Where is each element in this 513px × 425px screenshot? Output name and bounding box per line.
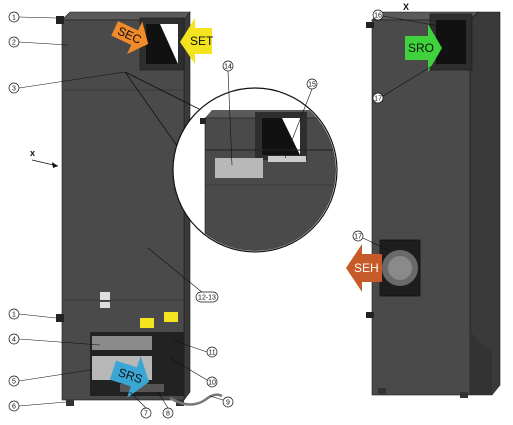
callout-number: 14	[224, 63, 232, 70]
callout-leader-line	[362, 237, 389, 251]
callout-leader-line	[157, 391, 169, 409]
callout-leader-line	[18, 369, 91, 382]
callout-number: 5	[12, 378, 16, 385]
callout-number: 16	[374, 12, 382, 19]
callout-number: 10	[208, 379, 216, 386]
x-label-left: x	[30, 148, 35, 158]
callout-badge	[306, 78, 318, 90]
callout-number: 6	[12, 403, 16, 410]
callout-badge	[8, 400, 20, 412]
x-marker-left: x	[30, 148, 59, 168]
callout-leader-line	[18, 338, 101, 346]
callout-number: 3	[12, 85, 16, 92]
callout-badge	[140, 407, 152, 419]
arrow-sro-label: SRO	[408, 41, 434, 55]
callout-leader-line	[382, 15, 451, 29]
callout-number: 11	[208, 349, 215, 356]
callout-number: 2	[12, 39, 16, 46]
callout-number: 1	[12, 311, 16, 318]
callout-leader-line	[18, 313, 57, 319]
callout-badge	[8, 308, 20, 320]
zoom-callout-lines	[124, 71, 206, 151]
x-marker-right: X	[403, 2, 409, 12]
callout-leader-line	[284, 88, 313, 159]
zoom-detail	[172, 87, 338, 253]
callout-leader-line	[129, 391, 147, 409]
callout-badge	[372, 92, 384, 104]
arrow-seh: SEH	[346, 244, 382, 292]
callout-leader-line	[18, 71, 126, 89]
callout-badge	[8, 11, 20, 23]
callout-badge	[8, 36, 20, 48]
callout-number: 7	[144, 410, 148, 417]
arrow-seh-label: SEH	[354, 261, 379, 275]
callout-badge	[8, 375, 20, 387]
callout-badge	[352, 230, 364, 242]
callout-badge	[222, 396, 234, 408]
callout-leader-line	[227, 70, 233, 166]
callout-number: 9	[226, 399, 230, 406]
right-cabinet	[366, 11, 501, 398]
callout-badge	[206, 376, 218, 388]
callout-leader-line	[169, 357, 208, 381]
callout-number: 17	[374, 95, 382, 102]
callout-leader-line	[18, 401, 67, 407]
callout-leader-line	[382, 65, 433, 97]
arrow-srs: SRS	[109, 356, 150, 398]
callout-leader-line	[18, 41, 69, 46]
callout-badge	[195, 291, 219, 303]
x-label-right: X	[403, 2, 409, 12]
callout-badge	[372, 9, 384, 21]
callout-number: 15	[308, 81, 316, 88]
arrow-set-label: SET	[190, 34, 214, 48]
callout-number: 4	[12, 336, 16, 343]
callout-badge	[8, 333, 20, 345]
callout-number: 12-13	[198, 294, 216, 301]
left-cabinet	[56, 11, 223, 406]
callout-badge	[8, 82, 20, 94]
callout-number: 17	[354, 233, 362, 240]
callout-leader-line	[18, 16, 57, 19]
callout-badge	[222, 60, 234, 72]
callout-leader-line	[209, 395, 224, 401]
callout-leader-line	[147, 247, 204, 294]
callout-leader-line	[171, 339, 208, 353]
callout-number: 8	[166, 410, 170, 417]
arrow-sro: SRO	[405, 24, 442, 72]
callout-badge	[162, 407, 174, 419]
callout-number: 1	[12, 14, 16, 21]
arrow-set: SET	[180, 18, 214, 64]
callout-badge	[206, 346, 218, 358]
